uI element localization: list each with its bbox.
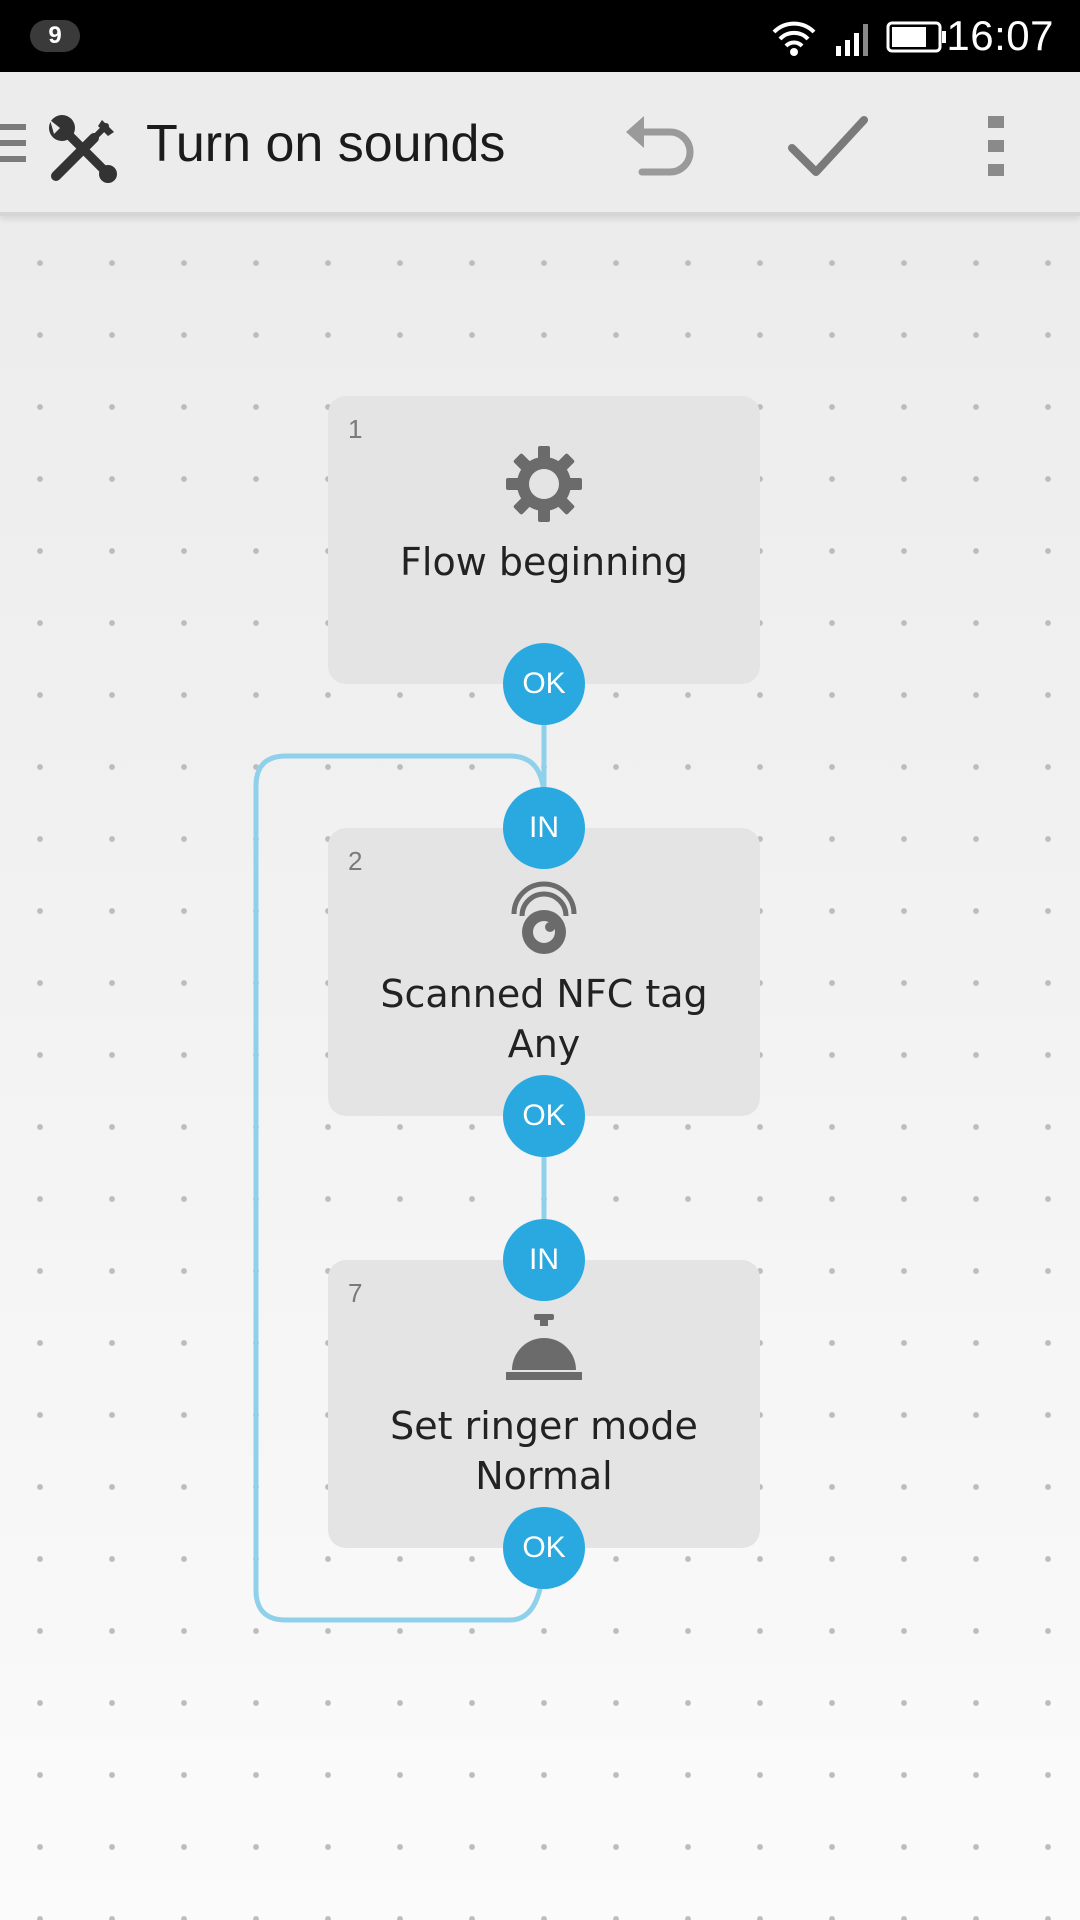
node-2-in-port[interactable]: IN (503, 787, 585, 869)
nfc-tag-icon (511, 881, 577, 954)
wifi-icon (772, 21, 816, 56)
node-title: Scanned NFC tag (380, 972, 708, 1016)
node-number: 2 (348, 846, 363, 876)
flow-node-1[interactable]: 1 Flow beginning (328, 396, 760, 684)
node-1-ok-port[interactable]: OK (503, 643, 585, 725)
gear-icon (506, 446, 582, 522)
node-subtitle: Normal (475, 1454, 613, 1498)
service-bell-icon (506, 1314, 582, 1380)
node-title: Set ringer mode (390, 1404, 698, 1448)
node-7-in-port[interactable]: IN (503, 1219, 585, 1301)
overflow-menu-icon[interactable] (976, 110, 1016, 182)
check-icon[interactable] (786, 110, 870, 182)
menu-icon[interactable] (0, 122, 32, 166)
page-title: Turn on sounds (146, 115, 506, 173)
node-number: 7 (348, 1278, 363, 1308)
signal-icon (836, 24, 868, 56)
node-title: Flow beginning (400, 540, 688, 584)
tools-icon (49, 115, 117, 183)
node-2-ok-port[interactable]: OK (503, 1075, 585, 1157)
clock: 16:07 (946, 12, 1054, 59)
undo-icon[interactable] (620, 110, 700, 180)
status-bar: 9 16:07 (0, 0, 1080, 72)
flow-node-2[interactable]: 2 Scanned NFC tag Any (328, 828, 760, 1116)
node-number: 1 (348, 414, 363, 444)
notification-count-badge: 9 (30, 20, 80, 52)
battery-icon (886, 21, 946, 53)
node-7-ok-port[interactable]: OK (503, 1507, 585, 1589)
app-bar: Turn on sounds (0, 72, 1080, 216)
flow-node-7[interactable]: 7 Set ringer mode Normal (328, 1260, 760, 1548)
node-subtitle: Any (507, 1022, 581, 1066)
